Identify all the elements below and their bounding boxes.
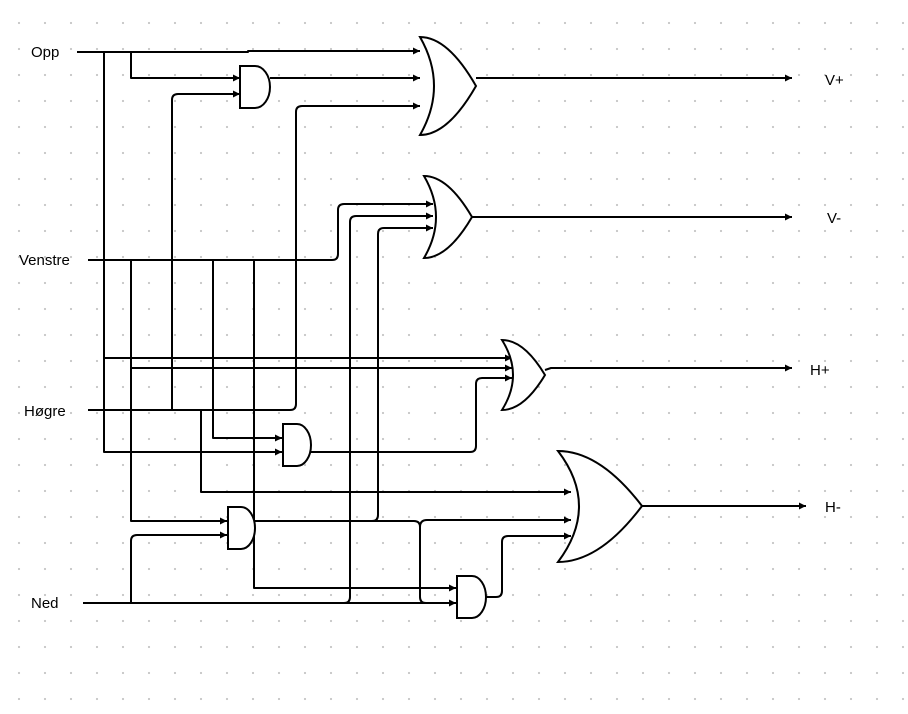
wire-opp-to-and2 [103, 358, 282, 456]
venstre-wires [88, 200, 512, 592]
wire-and3-to-or2 [255, 224, 433, 522]
internal-wires [255, 74, 571, 604]
or-gate-1 [418, 35, 478, 137]
ned-wires [83, 212, 456, 607]
opp-wires [77, 47, 512, 456]
wire-and2-to-or3 [311, 374, 512, 453]
wire-and3-junction [255, 520, 427, 604]
output-label-v-plus: V+ [825, 72, 844, 89]
wire-opp-to-or1 [77, 47, 420, 55]
wire-venstre-to-or3 [130, 260, 512, 372]
and-gate-3 [227, 506, 256, 550]
output-label-h-minus: H- [825, 499, 841, 516]
input-label-hogre: Høgre [24, 403, 66, 420]
wire-or3-to-h-plus [544, 364, 792, 372]
wire-opp-to-and1 [130, 52, 240, 82]
and-gate-1 [239, 65, 271, 109]
wire-venstre-to-or2 [254, 200, 433, 261]
wire-venstre-to-and4 [253, 260, 456, 592]
or-gate-3 [500, 338, 547, 412]
wire-ned-to-and3 [130, 531, 227, 603]
wire-and3-to-or4 [419, 516, 571, 528]
wire-and4-to-or4 [486, 532, 571, 598]
output-wires [472, 74, 806, 510]
input-label-ned: Ned [31, 595, 59, 612]
or-gate-2 [422, 174, 474, 260]
hogre-wires [88, 90, 571, 521]
wire-hogre-to-or1 [88, 102, 420, 411]
input-label-opp: Opp [31, 44, 60, 61]
output-label-h-plus: H+ [810, 362, 830, 379]
wire-hogre-to-and1 [171, 90, 240, 410]
output-label-v-minus: V- [827, 210, 842, 227]
input-label-venstre: Venstre [19, 252, 70, 269]
wire-venstre-to-and2 [212, 260, 282, 442]
and-gate-2 [282, 423, 312, 467]
and-gate-4 [456, 575, 487, 619]
or-gate-4 [555, 449, 644, 564]
wire-hogre-to-or4 [200, 410, 571, 496]
